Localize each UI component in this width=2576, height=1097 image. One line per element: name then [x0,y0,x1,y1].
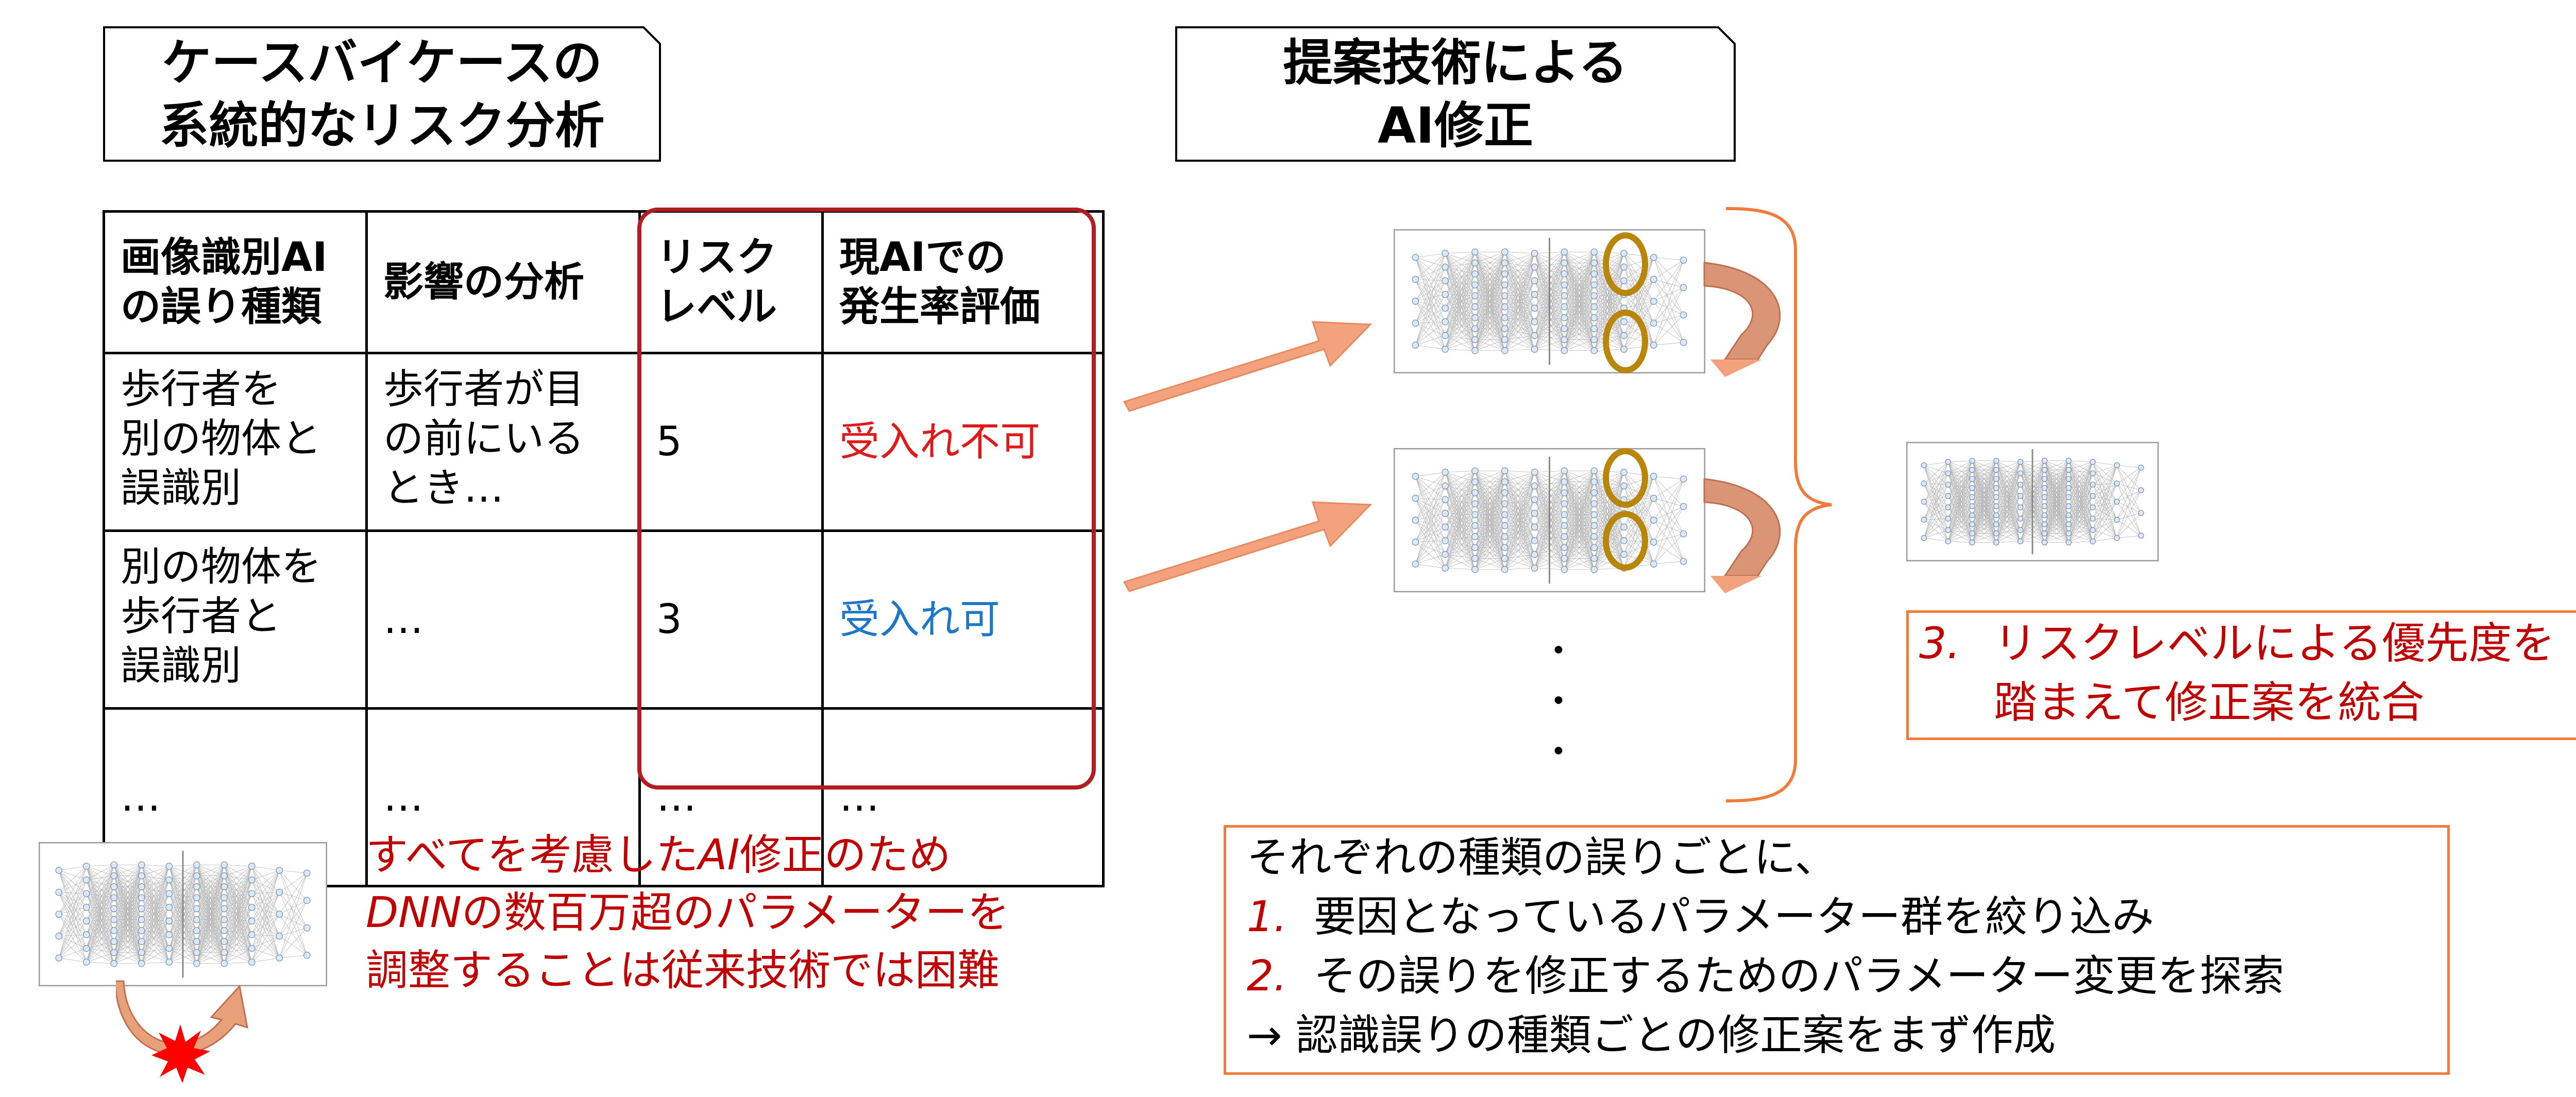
header-risk-level: リスク レベル [638,210,824,354]
cell-evaluation: 受入れ不可 [821,352,1105,532]
process-steps-text: それぞれの種類の誤りごとに、 1. 要因となっているパラメーター群を絞り込み 2.… [1247,828,2284,1065]
table-header-row: 画像識別AI の誤り種類 影響の分析 リスク レベル 現AIでの 発生率評価 [103,210,1105,354]
cell-impact: … [365,529,641,710]
process-intro: それぞれの種類の誤りごとに、 [1247,833,1837,882]
neural-network-icon [1394,229,1705,373]
header-evaluation: 現AIでの 発生率評価 [821,210,1105,354]
step2-text: その誤りを修正するためのパラメーター変更を探索 [1314,952,2284,1001]
right-heading-line1: 提案技術による [1283,33,1628,92]
step3-number: 3. [1919,618,1961,669]
header-impact: 影響の分析 [365,210,641,354]
process-steps-box [1224,825,2450,1075]
table-row: 別の物体を 歩行者と 誤識別 … 3 受入れ可 [103,529,1105,710]
integration-box [1906,610,2576,740]
heading-box-shape [103,26,661,162]
cell-impact: … [365,707,641,887]
flow-arrow-icon [1123,321,1372,412]
cell-risk-level: 5 [638,352,824,532]
integration-brace-icon [1725,207,1832,802]
step1-text: 要因となっているパラメーター群を絞り込み [1314,893,2154,941]
explosion-burst-icon [151,1024,210,1083]
flow-arrow-icon [1123,501,1372,592]
highlighted-parameters-icon [1603,232,1648,373]
integration-text: 3. リスクレベルによる優先度を 踏まえて修正案を統合 [1919,614,2555,732]
neural-network-icon [1906,442,2159,561]
step1-number: 1. [1247,893,1287,941]
integration-line2: 踏まえて修正案を統合 [1994,677,2425,728]
cell-impact: 歩行者が目 の前にいる とき… [365,352,641,532]
cell-evaluation: … [821,707,1105,887]
left-heading-line2: 系統的なリスク分析 [159,96,605,155]
integration-line1: リスクレベルによる優先度を [1994,618,2555,669]
heading-box-shape [1175,26,1736,162]
left-heading-line1: ケースバイケースの [162,33,602,92]
process-result: → 認識誤りの種類ごとの修正案をまず作成 [1247,1011,2056,1060]
right-heading-box: 提案技術による AI修正 [1175,26,1736,162]
cell-evaluation: 受入れ可 [821,529,1105,710]
right-heading-line2: AI修正 [1377,96,1533,155]
risk-analysis-table: 画像識別AI の誤り種類 影響の分析 リスク レベル 現AIでの 発生率評価 歩… [103,210,1105,887]
cell-error-type: 歩行者を 別の物体と 誤識別 [103,352,368,532]
cell-error-type: 別の物体を 歩行者と 誤識別 [103,529,368,710]
cell-risk-level: … [638,707,824,887]
step2-number: 2. [1247,952,1287,1001]
neural-network-icon [39,842,327,986]
table-row: 歩行者を 別の物体と 誤識別 歩行者が目 の前にいる とき… 5 受入れ不可 [103,352,1105,532]
curved-update-arrow-icon [1703,262,1781,377]
header-error-type: 画像識別AI の誤り種類 [103,210,368,354]
highlighted-parameters-icon [1603,448,1648,571]
neural-network-icon [1394,448,1705,592]
limitation-note: すべてを考慮したAI修正のため DNNの数百万超のパラメーターを 調整することは… [366,831,1010,995]
risk-columns-highlight-frame [637,208,1096,790]
left-heading-box: ケースバイケースの 系統的なリスク分析 [103,26,662,162]
more-corrections-ellipsis: ・ ・ ・ [1540,630,1577,773]
left-heading-text: ケースバイケースの 系統的なリスク分析 [103,26,662,162]
right-heading-text: 提案技術による AI修正 [1175,26,1736,162]
curved-update-arrow-icon [1703,478,1781,593]
failed-adjustment-arrow-icon [116,980,248,1055]
cell-risk-level: 3 [638,529,824,710]
